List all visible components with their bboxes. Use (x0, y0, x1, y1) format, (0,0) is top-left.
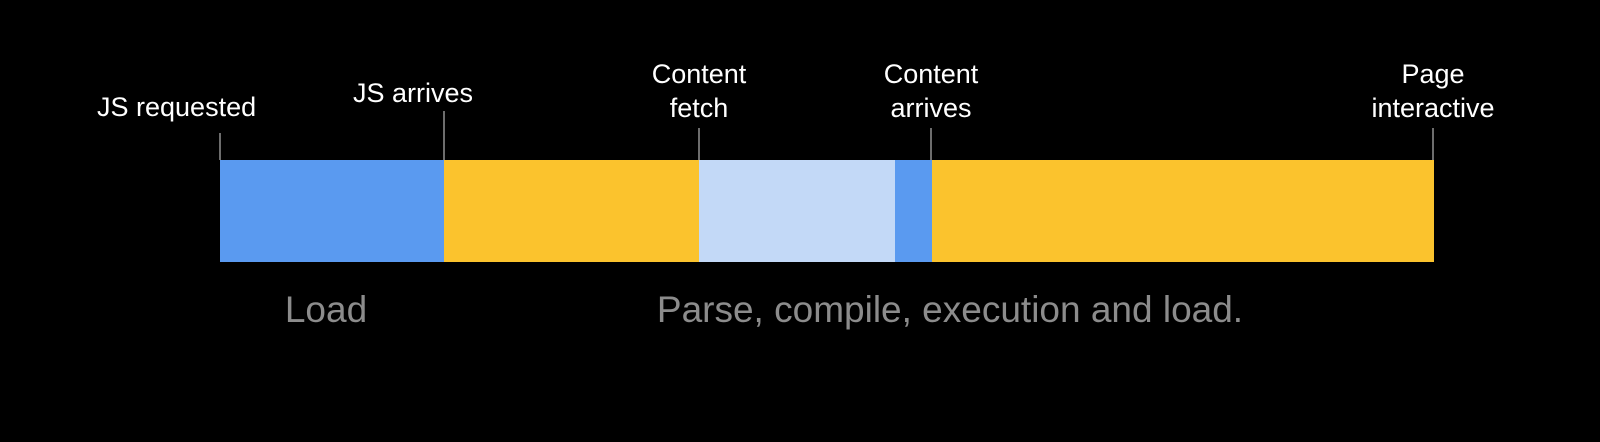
bar-segment-final-load (932, 160, 1434, 262)
marker-label-content-arrives: Content arrives (883, 59, 979, 123)
timeline-bar (220, 160, 1434, 262)
marker-label-js-arrives: JS arrives (353, 78, 474, 108)
marker-label-content-fetch: Content fetch (651, 59, 747, 123)
marker-tick-js-arrives (443, 111, 445, 160)
load-caption: Load (284, 289, 368, 330)
bar-segment-content-fetch (699, 160, 895, 262)
parse-caption: Parse, compile, execution and load. (656, 289, 1244, 330)
marker-tick-page-interactive (1432, 128, 1434, 160)
bar-segment-content-arrives (895, 160, 932, 262)
marker-tick-js-requested (219, 133, 221, 160)
bar-segment-parse-compile-1 (444, 160, 699, 262)
bar-segment-load (220, 160, 444, 262)
marker-label-page-interactive: Page interactive (1371, 59, 1495, 123)
marker-tick-content-arrives (930, 128, 932, 160)
marker-label-js-requested: JS requested (97, 92, 257, 122)
marker-tick-content-fetch (698, 128, 700, 160)
